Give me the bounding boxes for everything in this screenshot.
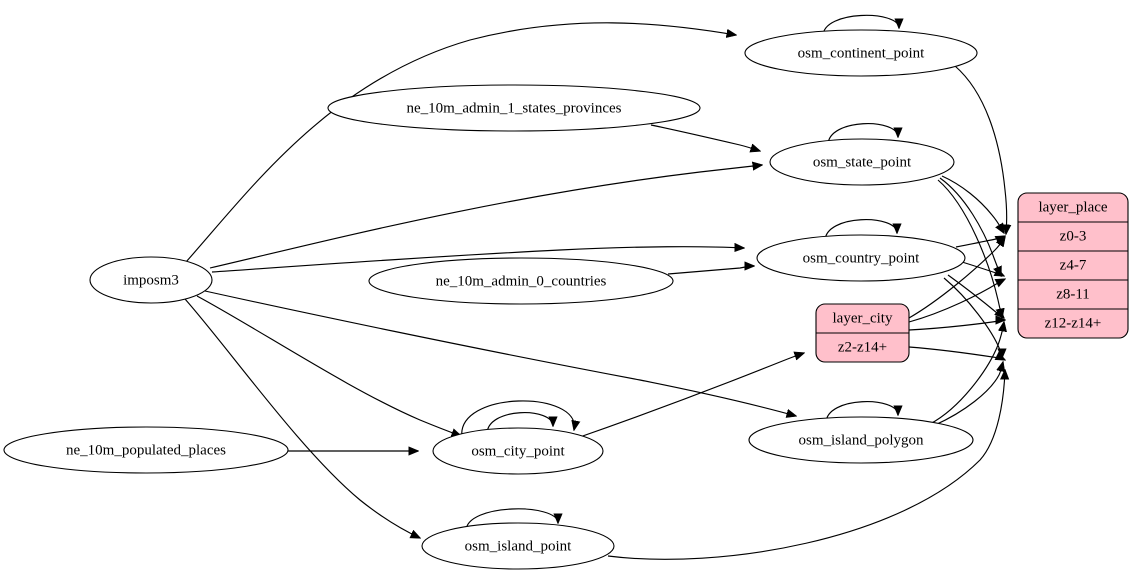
edge-osm-continent-point-to-layer-place [954,65,1007,234]
edge-self-loop-osm-island-polygon [825,401,898,424]
edge-osm-island-point-to-layer-place [607,370,1005,560]
node-ne-10m-admin-0-countries[interactable]: ne_10m_admin_0_countries [368,257,674,305]
node-layer-city[interactable]: layer_city z2-z14+ [815,303,910,363]
edge-ne-admin0-to-osm-country-point [667,266,754,275]
edge-imposm3-to-osm-continent-point [185,22,736,263]
edge-osm-state-point-to-layer-place-z0-3 [941,175,1004,233]
edge-osm-country-point-to-layer-place-z4-7 [961,261,1004,276]
edge-ne-admin1-to-osm-state-point [650,124,760,151]
node-osm-country-point[interactable]: osm_country_point [756,234,966,282]
edge-self-loop-osm-city-point-outer [461,400,575,439]
edge-imposm3-to-osm-island-polygon [204,290,796,416]
edge-layer-city-to-layer-place-z4-7 [908,279,1005,323]
edge-layer [184,14,1007,560]
edge-osm-country-point-to-layer-place-z12 [943,277,1002,358]
node-osm-city-point[interactable]: osm_city_point [432,427,604,475]
edge-self-loop-osm-state-point [827,123,898,146]
edge-self-loop-osm-city-point [486,412,553,435]
node-osm-continent-point[interactable]: osm_continent_point [744,29,978,77]
node-ne-10m-admin-1-states-provinces[interactable]: ne_10m_admin_1_states_provinces [327,84,701,132]
edge-imposm3-to-osm-state-point [209,165,762,269]
edge-osm-island-polygon-to-layer-place-z8-11 [929,322,1004,425]
edge-imposm3-to-osm-city-point [196,295,461,436]
edge-layer-city-to-layer-place-z8-11 [908,320,1005,331]
edge-osm-island-polygon-to-layer-place-z12 [934,362,1003,426]
edge-osm-city-point-to-layer-city [576,353,804,439]
node-osm-island-polygon[interactable]: osm_island_polygon [748,416,974,464]
node-layer: imposm3 ne_10m_admin_1_states_provinces … [3,29,1129,570]
node-layer-place[interactable]: layer_place z0-3 z4-7 z8-11 z12-z14+ [1017,192,1129,339]
node-osm-island-point[interactable]: osm_island_point [421,522,615,570]
node-imposm3[interactable]: imposm3 [89,256,213,304]
edge-self-loop-osm-island-point [465,508,558,532]
edge-layer-city-to-layer-place-z0-3 [908,237,1005,319]
edge-layer-city-to-layer-place-z12 [908,346,1005,360]
edge-imposm3-to-osm-island-point [184,298,420,538]
edge-imposm3-to-osm-country-point [211,247,744,273]
edge-self-loop-osm-continent-point [822,14,899,37]
node-ne-10m-populated-places[interactable]: ne_10m_populated_places [3,426,289,474]
node-osm-state-point[interactable]: osm_state_point [769,138,955,186]
edge-self-loop-osm-country-point [824,219,897,242]
